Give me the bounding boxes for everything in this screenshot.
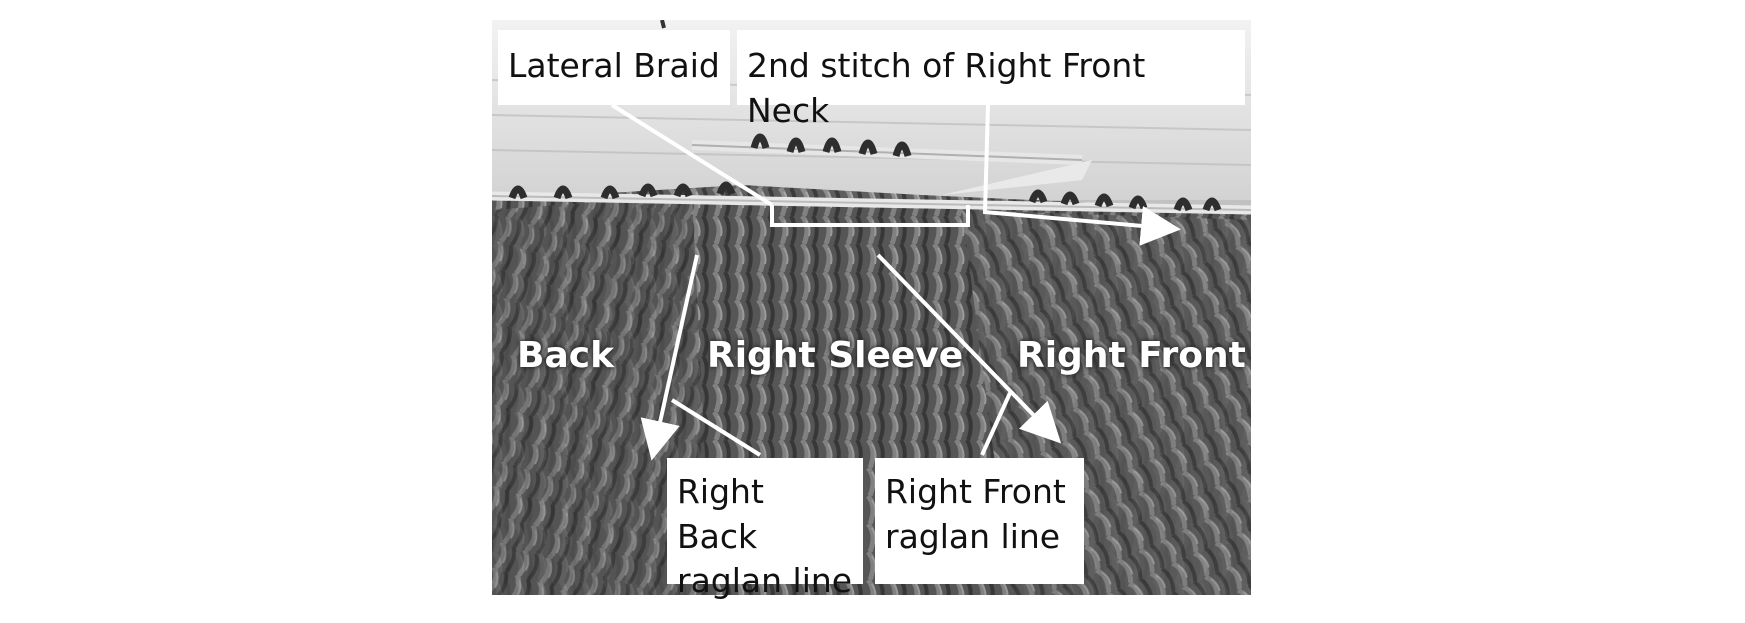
right-front-raglan-arrow	[876, 253, 1062, 444]
region-right-front-label: Right Front	[1017, 335, 1246, 376]
lateral-braid-bracket	[770, 205, 970, 227]
right-front-raglan-label: Right Front raglan line	[875, 458, 1084, 584]
second-stitch-label: 2nd stitch of Right Front Neck	[737, 30, 1245, 130]
right-front-raglan-leader	[980, 392, 1012, 456]
lateral-braid-label: Lateral Braid	[498, 30, 730, 105]
right-back-raglan-arrow	[640, 254, 699, 461]
right-front-raglan-line1: Right Front	[885, 472, 1066, 511]
second-stitch-leader	[982, 104, 1181, 246]
right-front-raglan-line2: raglan line	[885, 516, 1061, 556]
right-back-raglan-line1: Right Back	[677, 472, 764, 556]
region-back-label: Back	[517, 335, 615, 376]
right-back-raglan-line2: raglan line	[677, 561, 853, 601]
second-stitch-text: 2nd stitch of Right Front Neck	[747, 46, 1146, 130]
lateral-braid-leader	[610, 103, 774, 207]
lateral-braid-text: Lateral Braid	[508, 46, 720, 85]
right-back-raglan-leader	[670, 398, 762, 457]
region-right-sleeve-label: Right Sleeve	[707, 335, 964, 376]
right-back-raglan-label: Right Back raglan line	[667, 458, 863, 600]
